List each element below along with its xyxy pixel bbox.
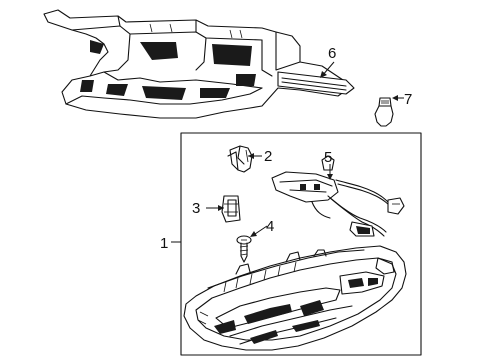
bracket — [221, 195, 241, 223]
callout-label-7: 7 — [404, 91, 412, 108]
clip — [227, 145, 253, 173]
callout-3: 3 — [192, 200, 224, 217]
assembly-frame — [180, 132, 422, 356]
callout-label-1: 1 — [160, 235, 168, 252]
callout-1: 1 — [160, 235, 181, 252]
overhead-console — [183, 245, 407, 351]
wiring-harness — [271, 155, 405, 237]
callout-label-2: 2 — [264, 148, 272, 165]
callout-label-3: 3 — [192, 200, 200, 217]
callout-label-5: 5 — [324, 149, 332, 166]
callout-2: 2 — [248, 148, 272, 165]
callout-5: 5 — [324, 149, 333, 180]
callout-label-6: 6 — [328, 45, 336, 62]
screw — [236, 235, 252, 263]
callout-label-4: 4 — [266, 218, 274, 235]
headliner-panel — [43, 9, 355, 119]
callout-6: 6 — [320, 45, 336, 78]
bulb — [374, 97, 394, 127]
callout-7: 7 — [392, 91, 412, 108]
callout-4: 4 — [250, 218, 274, 237]
